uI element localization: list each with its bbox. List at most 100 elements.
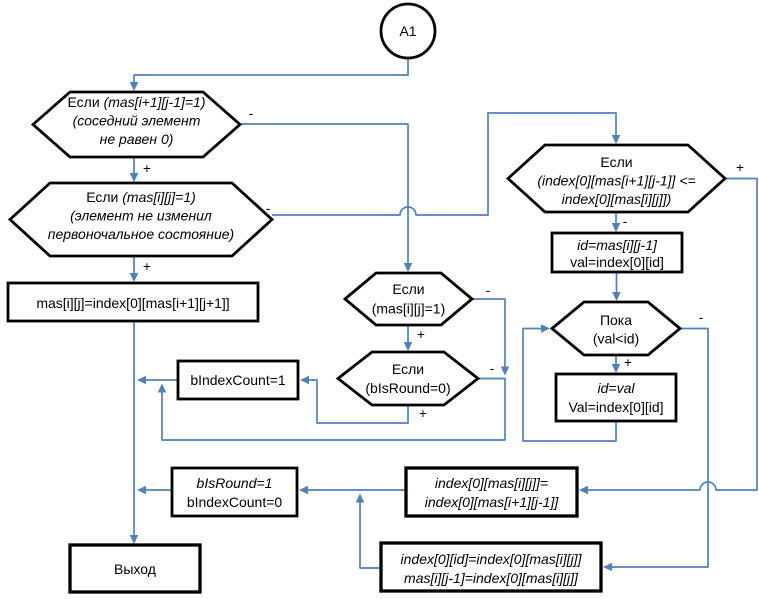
arrowhead-into-cond-index (611, 135, 621, 144)
branch-label-bisround-plus: + (419, 406, 427, 421)
start-label: A1 (399, 23, 416, 39)
decision-mas-eq1: Если (mas[i][j]=1) (342, 271, 475, 327)
decision-initial-line2: (элемент не изменил (70, 208, 212, 224)
decision-initial-line1: Если (mas[i][j]=1) (86, 189, 196, 205)
arrowhead-into-bindexcount (300, 375, 309, 385)
decision-mas-eq1-hexagon (342, 271, 475, 327)
terminator-exit-label: Выход (114, 561, 156, 577)
process-assign-mas-box (6, 281, 260, 323)
process-idval-update-line2: Val=index[0][id] (568, 399, 663, 415)
branch-labels: + - + - + - + - - + + - (143, 106, 744, 421)
connectors (133, 58, 758, 569)
connector-while-loopback (522, 327, 617, 442)
process-index-id-box (379, 541, 603, 593)
decision-neighbor-hexagon (30, 90, 243, 159)
arrowhead-into-assign-idval (611, 223, 621, 232)
arrowheads (129, 82, 621, 572)
branch-label-neighbor-plus: + (143, 161, 151, 176)
process-idval-update-line1: id=val (598, 380, 636, 396)
arrowhead-into-cond-bisround (403, 342, 413, 351)
arrowhead-bindexcount-merge (137, 375, 146, 385)
decision-index-compare-line2: (index[0][mas[i+1][j-1]] <= (537, 173, 695, 189)
process-bindexcount: bIndexCount=1 (176, 359, 300, 401)
branch-label-initial-plus: + (143, 259, 151, 274)
process-index-mas-line2: index[0][mas[i+1][j-1]] (425, 494, 560, 510)
arrowhead-loopback-into-while (541, 324, 550, 333)
decision-index-compare-hexagon (505, 143, 728, 214)
decision-while-line2: (val<id) (593, 331, 639, 347)
connector-cond-neighbor-minus (240, 123, 409, 263)
decision-while: Пока (val<id) (549, 300, 683, 357)
connector-cond-index-plus (588, 177, 758, 491)
decision-initial-state: Если (mas[i][j]=1) (элемент не изменил п… (7, 181, 275, 258)
branch-label-mas-minus: - (486, 283, 491, 298)
decision-while-hexagon (549, 300, 683, 357)
arrowhead-into-cond-mas (403, 263, 413, 272)
arrowhead-into-assign-mas (129, 273, 139, 282)
branch-label-initial-minus: - (266, 201, 271, 216)
arrowhead-into-cond-initial (129, 173, 139, 182)
terminator-exit-box (68, 543, 202, 594)
decision-mas-eq1-line2: (mas[i][j]=1) (372, 301, 446, 317)
process-bindexcount-box (176, 359, 300, 401)
process-idval-update-box (554, 372, 678, 423)
connector-cond-bisround-plus (309, 379, 409, 424)
decision-mas-eq1-line1: Если (392, 281, 424, 297)
process-idval-update: id=val Val=index[0][id] (554, 372, 678, 423)
process-assign-id-val-box (550, 231, 684, 274)
decision-index-compare: Если (index[0][mas[i+1][j-1]] <= index[0… (505, 143, 728, 214)
branch-label-while-minus: - (699, 310, 704, 325)
connector-cond-bisround-minus (161, 377, 506, 441)
connector-start-to-cond-neighbor (133, 58, 409, 82)
arrowhead-into-indexid (603, 562, 612, 572)
process-index-mas: index[0][mas[i][j]]= index[0][mas[i+1][j… (404, 466, 579, 518)
process-index-mas-line1: index[0][mas[i][j]]= (435, 475, 548, 491)
arrowhead-bisround-box-merge (137, 485, 146, 495)
arrowhead-into-indexmas (579, 485, 588, 495)
arrowhead-indexid-merge (355, 493, 365, 503)
process-assign-mas: mas[i][j]=index[0][mas[i+1][j+1]] (6, 281, 260, 323)
decision-initial-line3: первоночальное состояние) (48, 226, 234, 242)
decision-neighbor: Если (mas[i+1][j-1]=1) (соседний элемент… (30, 90, 243, 159)
terminator-exit: Выход (68, 543, 202, 594)
decision-bisround-line2: (bIsRound=0) (365, 380, 450, 396)
connector-indexid-out (359, 502, 381, 569)
arrowhead-into-while (612, 292, 621, 301)
branch-label-bisround-minus: - (490, 361, 495, 376)
process-assign-id-val-line2: val=index[0][id] (570, 254, 664, 270)
process-assign-id-val-line1: id=mas[i][j-1] (577, 237, 658, 253)
connector-while-minus (612, 327, 709, 568)
process-index-id: index[0][id]=index[0][mas[i][j]] mas[i][… (379, 541, 603, 593)
decision-index-compare-line1: Если (600, 154, 632, 170)
arrowhead-into-bisround-box (299, 485, 308, 495)
process-index-mas-box (404, 466, 579, 518)
arrowhead-bisround-minus-merge (157, 383, 167, 393)
process-index-id-line1: index[0][id]=index[0][mas[i][j]] (401, 551, 583, 567)
arrowhead-into-exit (129, 535, 139, 544)
decision-neighbor-line3: не равен 0) (100, 131, 174, 147)
arrowhead-into-idval-update (611, 364, 621, 373)
branch-label-index-minus: - (623, 214, 628, 229)
decision-bisround-line1: Если (392, 361, 424, 377)
process-bindexcount-text: bIndexCount=1 (190, 372, 286, 388)
start-circle (379, 2, 437, 60)
connector-cond-initial-minus (272, 112, 617, 216)
decision-index-compare-line3: index[0][mas[i][j]]) (562, 191, 672, 207)
process-bisround-reset: bIsRound=1 bIndexCount=0 (170, 466, 299, 518)
decision-while-line1: Пока (600, 312, 632, 328)
process-bisround-reset-line1: bIsRound=1 (197, 475, 273, 491)
process-index-id-line2: mas[i][j-1]=index[0][mas[i][j]] (404, 570, 579, 586)
branch-label-mas-plus: + (417, 327, 425, 342)
process-bisround-reset-box (170, 466, 299, 518)
process-bisround-reset-line2: bIndexCount=0 (187, 494, 283, 510)
process-assign-id-val: id=mas[i][j-1] val=index[0][id] (550, 231, 684, 274)
process-assign-mas-text: mas[i][j]=index[0][mas[i+1][j+1]] (36, 295, 229, 311)
branch-label-neighbor-minus: - (249, 106, 254, 121)
connector-cond-mas-minus (472, 298, 506, 367)
branch-label-while-plus: + (624, 355, 632, 370)
node-start-connector: A1 (379, 2, 437, 60)
arrowhead-into-cond-neighbor (129, 82, 139, 91)
decision-initial-state-hexagon (7, 181, 275, 258)
